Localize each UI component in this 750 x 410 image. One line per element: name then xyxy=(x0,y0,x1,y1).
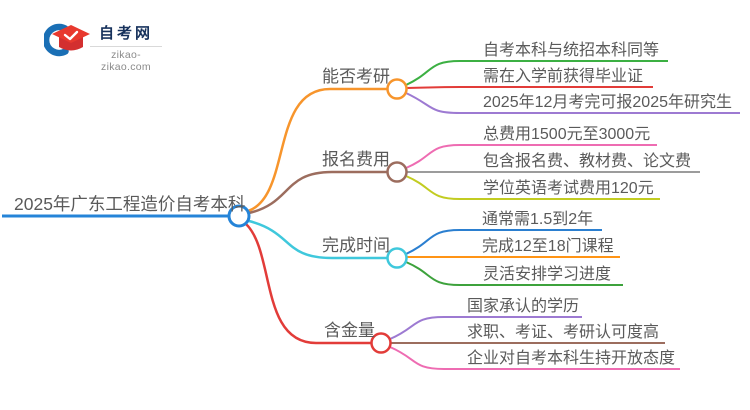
leaf-diploma-before-enroll: 需在入学前获得毕业证 xyxy=(483,68,644,85)
logo-cap-check xyxy=(63,30,79,41)
leaf-curve-flexible-pace xyxy=(405,261,623,286)
branch-fees-circle[interactable] xyxy=(386,161,408,183)
leaf-dec-exam-apply: 2025年12月考完可报2025年研究生 xyxy=(483,94,732,111)
site-logo[interactable]: 自考网 zikao-zikao.com xyxy=(44,18,174,73)
site-url: zikao-zikao.com xyxy=(101,49,151,73)
branch-value-curve xyxy=(245,223,371,345)
branch-fees-curve xyxy=(248,170,387,215)
branch-can-postgrad-label: 能否考研 xyxy=(322,67,390,86)
leaf-curve-same-as-regular xyxy=(405,60,668,86)
logo-crescent xyxy=(44,23,69,57)
leaf-same-as-regular: 自考本科与统招本科同等 xyxy=(483,42,660,59)
leaf-curve-employers-open xyxy=(389,346,680,370)
leaf-curve-english-fee xyxy=(405,175,660,200)
branch-fees-label: 报名费用 xyxy=(322,150,390,169)
root-node-circle[interactable] xyxy=(227,204,251,228)
branch-duration-curve xyxy=(248,219,387,260)
logo-cap-board xyxy=(52,25,90,43)
leaf-total-cost: 总费用1500元至3000元 xyxy=(483,126,651,143)
leaf-course-count: 完成12至18门课程 xyxy=(482,238,614,255)
branch-value-circle[interactable] xyxy=(370,332,392,354)
leaf-employers-open: 企业对自考本科生持开放态度 xyxy=(467,350,676,367)
branch-value-label: 含金量 xyxy=(324,321,375,340)
branch-can-postgrad-circle[interactable] xyxy=(386,78,408,100)
leaf-curve-dec-exam-apply xyxy=(405,92,740,114)
branch-duration-label: 完成时间 xyxy=(322,236,390,255)
leaf-state-recognized: 国家承认的学历 xyxy=(467,298,580,315)
leaf-english-fee: 学位英语考试费用120元 xyxy=(483,180,654,197)
leaf-years-needed: 通常需1.5到2年 xyxy=(482,211,594,228)
leaf-curve-diploma-before-enroll xyxy=(406,86,653,89)
branch-duration-circle[interactable] xyxy=(386,247,408,269)
site-name: 自考网 xyxy=(98,25,153,42)
leaf-cost-items: 包含报名费、教材费、论文费 xyxy=(483,153,692,170)
leaf-recognition-high: 求职、考证、考研认可度高 xyxy=(467,324,660,341)
leaf-curve-years-needed xyxy=(405,229,602,255)
leaf-flexible-pace: 灵活安排学习进度 xyxy=(483,266,612,283)
leaf-curve-total-cost xyxy=(405,144,657,169)
logo-divider xyxy=(90,46,162,47)
root-topic-label: 2025年广东工程造价自考本科 xyxy=(14,194,246,214)
branch-can-postgrad-curve xyxy=(247,87,387,213)
graduation-cap-icon xyxy=(44,23,90,57)
leaf-curve-state-recognized xyxy=(389,316,582,340)
